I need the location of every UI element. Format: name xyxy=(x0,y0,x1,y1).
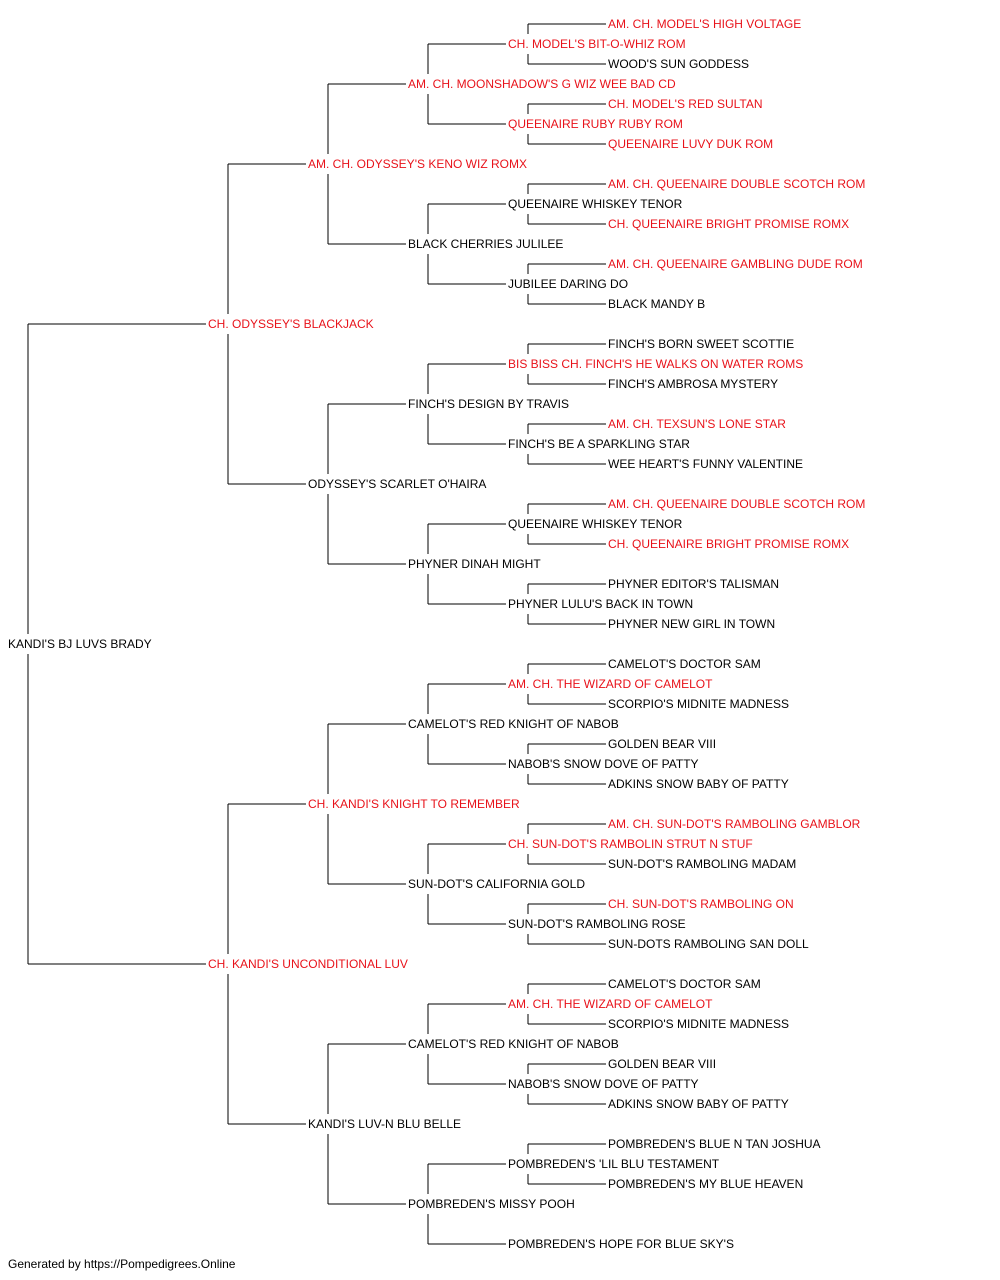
pedigree-name-gen4: QUEENAIRE WHISKEY TENOR xyxy=(508,197,683,211)
pedigree-name-gen5: QUEENAIRE LUVY DUK ROM xyxy=(608,137,773,151)
pedigree-name-gen5: WOOD'S SUN GODDESS xyxy=(608,57,749,71)
pedigree-name-gen5: SCORPIO'S MIDNITE MADNESS xyxy=(608,1017,789,1031)
pedigree-name-gen5: PHYNER EDITOR'S TALISMAN xyxy=(608,577,779,591)
pedigree-name-gen4: BIS BISS CH. FINCH'S HE WALKS ON WATER R… xyxy=(508,357,803,371)
pedigree-name-gen1: CH. KANDI'S UNCONDITIONAL LUV xyxy=(208,957,408,971)
pedigree-name-gen5: ADKINS SNOW BABY OF PATTY xyxy=(608,777,789,791)
pedigree-name-gen2: CH. KANDI'S KNIGHT TO REMEMBER xyxy=(308,797,520,811)
pedigree-name-gen5: AM. CH. TEXSUN'S LONE STAR xyxy=(608,417,786,431)
pedigree-name-gen3: AM. CH. MOONSHADOW'S G WIZ WEE BAD CD xyxy=(408,77,676,91)
pedigree-name-gen5: PHYNER NEW GIRL IN TOWN xyxy=(608,617,775,631)
pedigree-name-gen2: KANDI'S LUV-N BLU BELLE xyxy=(308,1117,461,1131)
pedigree-name-gen5: GOLDEN BEAR VIII xyxy=(608,1057,716,1071)
pedigree-name-gen1: CH. ODYSSEY'S BLACKJACK xyxy=(208,317,374,331)
pedigree-name-gen5: WEE HEART'S FUNNY VALENTINE xyxy=(608,457,803,471)
pedigree-name-gen5: BLACK MANDY B xyxy=(608,297,705,311)
pedigree-name-gen4: CH. SUN-DOT'S RAMBOLIN STRUT N STUF xyxy=(508,837,753,851)
pedigree-name-gen5: AM. CH. QUEENAIRE DOUBLE SCOTCH ROM xyxy=(608,497,865,511)
pedigree-name-gen2: AM. CH. ODYSSEY'S KENO WIZ ROMX xyxy=(308,157,527,171)
pedigree-name-gen4: AM. CH. THE WIZARD OF CAMELOT xyxy=(508,997,713,1011)
pedigree-name-gen4: NABOB'S SNOW DOVE OF PATTY xyxy=(508,757,699,771)
pedigree-name-gen3: BLACK CHERRIES JULILEE xyxy=(408,237,563,251)
pedigree-name-gen5: SCORPIO'S MIDNITE MADNESS xyxy=(608,697,789,711)
pedigree-name-gen5: CH. SUN-DOT'S RAMBOLING ON xyxy=(608,897,794,911)
pedigree-name-gen5: CH. QUEENAIRE BRIGHT PROMISE ROMX xyxy=(608,537,849,551)
pedigree-name-gen3: CAMELOT'S RED KNIGHT OF NABOB xyxy=(408,717,619,731)
pedigree-name-gen4: FINCH'S BE A SPARKLING STAR xyxy=(508,437,690,451)
pedigree-names: KANDI'S BJ LUVS BRADY CH. ODYSSEY'S BLACK… xyxy=(8,17,865,1251)
pedigree-name-gen5: CH. MODEL'S RED SULTAN xyxy=(608,97,763,111)
pedigree-name-gen5: CAMELOT'S DOCTOR SAM xyxy=(608,977,761,991)
pedigree-name-gen5: ADKINS SNOW BABY OF PATTY xyxy=(608,1097,789,1111)
pedigree-name-gen4: AM. CH. THE WIZARD OF CAMELOT xyxy=(508,677,713,691)
pedigree-name-gen4: SUN-DOT'S RAMBOLING ROSE xyxy=(508,917,686,931)
pedigree-name-gen5: POMBREDEN'S BLUE N TAN JOSHUA xyxy=(608,1137,821,1151)
pedigree-name-gen5: SUN-DOT'S RAMBOLING MADAM xyxy=(608,857,796,871)
pedigree-name-gen5: POMBREDEN'S MY BLUE HEAVEN xyxy=(608,1177,803,1191)
pedigree-name-gen5: AM. CH. QUEENAIRE GAMBLING DUDE ROM xyxy=(608,257,863,271)
pedigree-name-gen5: FINCH'S BORN SWEET SCOTTIE xyxy=(608,337,794,351)
pedigree-name-gen3: POMBREDEN'S MISSY POOH xyxy=(408,1197,575,1211)
pedigree-name-gen5: AM. CH. MODEL'S HIGH VOLTAGE xyxy=(608,17,801,31)
pedigree-name-gen4: POMBREDEN'S 'LIL BLU TESTAMENT xyxy=(508,1157,720,1171)
pedigree-name-gen5: SUN-DOTS RAMBOLING SAN DOLL xyxy=(608,937,809,951)
pedigree-name-gen5: CAMELOT'S DOCTOR SAM xyxy=(608,657,761,671)
pedigree-name-gen4: PHYNER LULU'S BACK IN TOWN xyxy=(508,597,693,611)
pedigree-name-gen2: ODYSSEY'S SCARLET O'HAIRA xyxy=(308,477,486,491)
pedigree-name-gen4: JUBILEE DARING DO xyxy=(508,277,628,291)
footer-credit: Generated by https://Pompedigrees.Online xyxy=(8,1257,236,1271)
pedigree-name-gen4: POMBREDEN'S HOPE FOR BLUE SKY'S xyxy=(508,1237,734,1251)
pedigree-name-gen5: CH. QUEENAIRE BRIGHT PROMISE ROMX xyxy=(608,217,849,231)
pedigree-name-gen4: QUEENAIRE WHISKEY TENOR xyxy=(508,517,683,531)
pedigree-name-gen3: FINCH'S DESIGN BY TRAVIS xyxy=(408,397,569,411)
pedigree-name-gen5: AM. CH. QUEENAIRE DOUBLE SCOTCH ROM xyxy=(608,177,865,191)
pedigree-name-gen3: SUN-DOT'S CALIFORNIA GOLD xyxy=(408,877,585,891)
pedigree-name-gen3: PHYNER DINAH MIGHT xyxy=(408,557,541,571)
pedigree-name-gen5: FINCH'S AMBROSA MYSTERY xyxy=(608,377,778,391)
pedigree-name-gen5: GOLDEN BEAR VIII xyxy=(608,737,716,751)
pedigree-name-gen4: QUEENAIRE RUBY RUBY ROM xyxy=(508,117,683,131)
pedigree-name-gen5: AM. CH. SUN-DOT'S RAMBOLING GAMBLOR xyxy=(608,817,861,831)
pedigree-name-gen4: NABOB'S SNOW DOVE OF PATTY xyxy=(508,1077,699,1091)
pedigree-name-gen0: KANDI'S BJ LUVS BRADY xyxy=(8,637,152,651)
pedigree-name-gen4: CH. MODEL'S BIT-O-WHIZ ROM xyxy=(508,37,686,51)
pedigree-name-gen3: CAMELOT'S RED KNIGHT OF NABOB xyxy=(408,1037,619,1051)
pedigree-connector-lines xyxy=(27,23,606,1245)
